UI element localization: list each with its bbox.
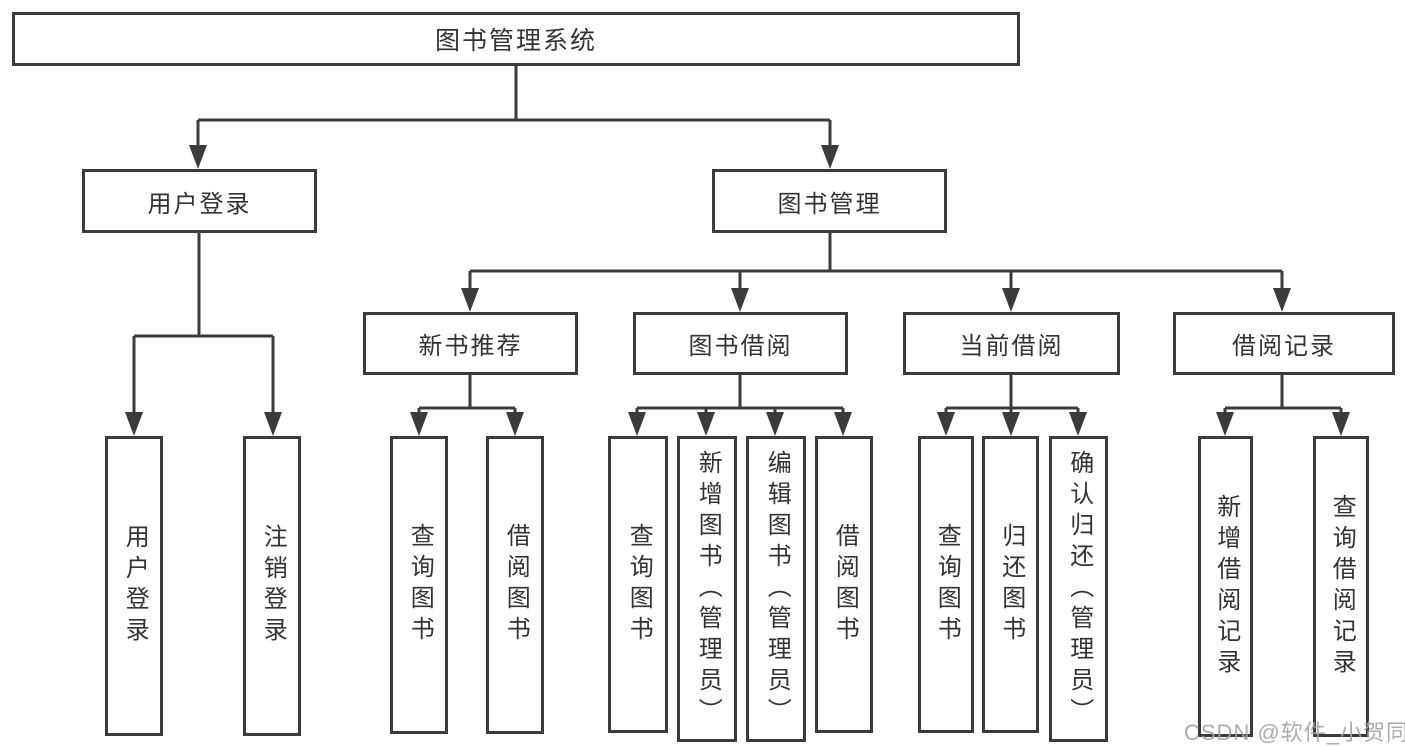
- leaf-current-confirm-return-admin: 确认归还（管理员）: [1049, 436, 1108, 742]
- node-borrowing-records: 借阅记录: [1173, 312, 1395, 375]
- leaf-records-query-borrow-record: 查询借阅记录: [1313, 436, 1369, 737]
- leaf-borrowing-query-books: 查询图书: [608, 436, 668, 733]
- leaf-current-query-books: 查询图书: [918, 436, 974, 733]
- node-book-borrowing: 图书借阅: [633, 312, 848, 375]
- node-user-login: 用户登录: [82, 169, 317, 233]
- leaf-borrowing-borrow-books: 借阅图书: [815, 436, 873, 733]
- leaf-recommend-borrow-books: 借阅图书: [486, 436, 544, 734]
- leaf-borrowing-add-books-admin: 新增图书（管理员）: [677, 436, 737, 742]
- node-new-book-recommendation: 新书推荐: [363, 312, 578, 375]
- leaf-logout-login: 注销登录: [243, 436, 301, 736]
- leaf-borrowing-edit-books-admin: 编辑图书（管理员）: [746, 436, 806, 742]
- leaf-current-return-books: 归还图书: [982, 436, 1039, 733]
- csdn-watermark: CSDN @软件_小贺同学: [1184, 720, 1405, 745]
- node-library-management-system: 图书管理系统: [12, 12, 1020, 66]
- leaf-records-add-borrow-record: 新增借阅记录: [1198, 436, 1253, 737]
- node-book-management: 图书管理: [712, 169, 947, 233]
- leaf-user-login: 用户登录: [105, 436, 163, 736]
- node-current-borrowing: 当前借阅: [903, 312, 1120, 375]
- leaf-recommend-query-books: 查询图书: [390, 436, 448, 734]
